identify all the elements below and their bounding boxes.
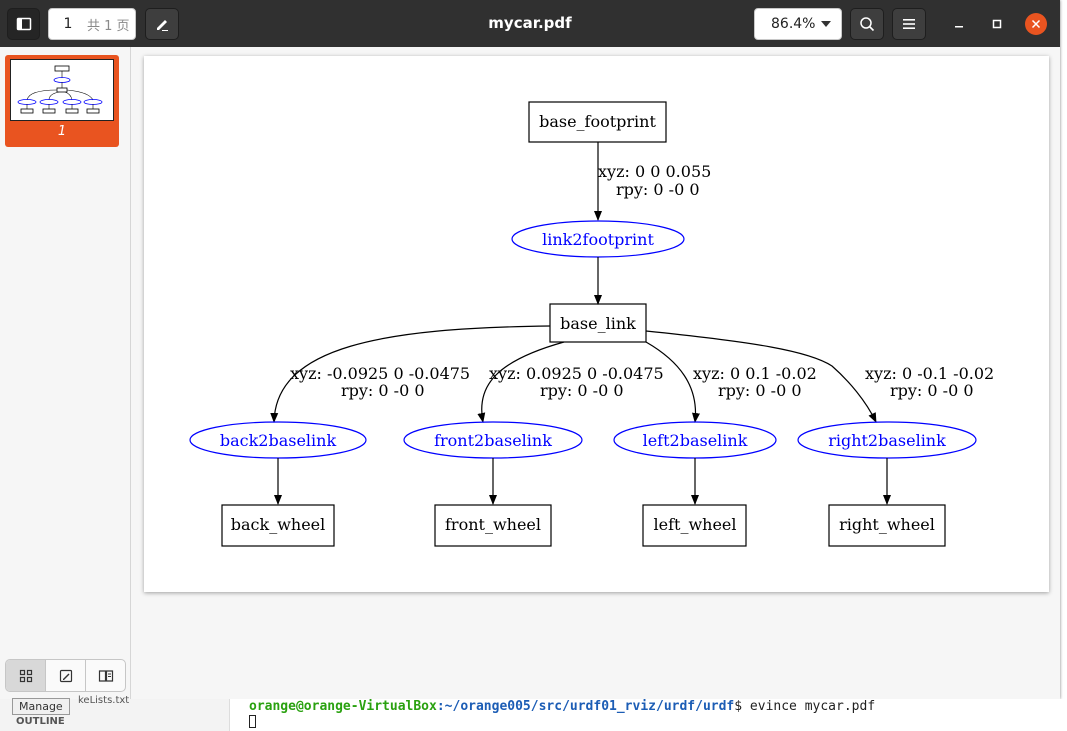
- terminal-cursor: [249, 715, 256, 728]
- sidebar-icon: [16, 17, 31, 31]
- edge-left-joint: [645, 341, 700, 423]
- annotation-icon: [59, 669, 72, 682]
- zoom-level: 86.4%: [771, 16, 816, 32]
- node-front-wheel: [434, 504, 552, 547]
- outline-section[interactable]: OUTLINE: [16, 716, 65, 727]
- thumbnails-view-button[interactable]: [6, 660, 46, 691]
- search-button[interactable]: [850, 8, 884, 40]
- edge-label-left-rpy: rpy: 0 -0 0: [718, 381, 802, 400]
- node-right-wheel: [828, 504, 946, 547]
- page-thumbnail[interactable]: 1: [5, 55, 119, 147]
- node-front-wheel-label: front_wheel: [445, 515, 541, 534]
- edge-label-right-xyz: xyz: 0 -0.1 -0.02: [865, 364, 994, 383]
- edge-label-front-rpy: rpy: 0 -0 0: [540, 381, 624, 400]
- edge-label-right-rpy: rpy: 0 -0 0: [890, 381, 974, 400]
- edge-label-footprint-xyz: xyz: 0 0 0.055: [598, 162, 711, 181]
- node-back-wheel: [221, 504, 335, 547]
- annotate-button[interactable]: [145, 8, 179, 40]
- terminal-command: $ evince mycar.pdf: [734, 699, 876, 714]
- edge-label-left-xyz: xyz: 0 0.1 -0.02: [693, 364, 817, 383]
- pencil-icon: [157, 20, 168, 31]
- pdf-page: base_footprint xyz: 0 0 0.055 rpy: 0 -0 …: [144, 56, 1049, 592]
- sidebar-toggle-button[interactable]: [7, 8, 40, 40]
- manage-tooltip: Manage: [12, 698, 70, 715]
- node-base-link: [549, 303, 647, 343]
- terminal-prompt-line: orange@orange-VirtualBox:~/orange005/src…: [249, 699, 875, 714]
- grid-icon: [19, 669, 32, 682]
- terminal-background: keLists.txt OUTLINE orange@orange-Virtua…: [0, 695, 1067, 731]
- thumbnail-graph-image: [17, 65, 103, 114]
- bookmarks-view-button[interactable]: [86, 660, 125, 691]
- zoom-dropdown[interactable]: 86.4%: [754, 8, 842, 40]
- maximize-button[interactable]: [985, 12, 1009, 36]
- thumbnail-sidebar: 1: [0, 47, 131, 699]
- document-view[interactable]: base_footprint xyz: 0 0 0.055 rpy: 0 -0 …: [132, 47, 1060, 699]
- current-page[interactable]: 1: [63, 16, 73, 32]
- edge-back-joint: [270, 325, 551, 423]
- joint-back2baselink-label: back2baselink: [220, 431, 337, 450]
- document-viewer-window: 1 共 1 页 mycar.pdf 86.4%: [0, 0, 1060, 699]
- page-number-entry[interactable]: 1 共 1 页: [48, 8, 136, 40]
- node-base-footprint-label: base_footprint: [539, 112, 656, 131]
- header-bar: 1 共 1 页 mycar.pdf 86.4%: [0, 0, 1060, 47]
- close-icon: [1031, 19, 1041, 29]
- edge-right-joint: [645, 330, 877, 423]
- thumbnail-page-number: 1: [57, 124, 67, 139]
- edge-label-front-xyz: xyz: 0.0925 0 -0.0475: [489, 364, 664, 383]
- chevron-down-icon: [821, 21, 831, 27]
- book-icon: [98, 669, 113, 682]
- terminal-path: :~/orange005/src/urdf01_rviz/urdf/urdf: [436, 699, 735, 714]
- joint-front2baselink-label: front2baselink: [434, 431, 552, 450]
- node-back-wheel-label: back_wheel: [231, 515, 326, 534]
- edge-label-footprint-rpy: rpy: 0 -0 0: [616, 180, 700, 199]
- search-icon: [860, 17, 875, 32]
- node-right-wheel-label: right_wheel: [839, 515, 935, 534]
- maximize-icon: [992, 19, 1002, 29]
- urdf-tree-graph: base_footprint xyz: 0 0 0.055 rpy: 0 -0 …: [189, 101, 994, 547]
- hamburger-menu-icon: [903, 19, 915, 29]
- edge-label-back-rpy: rpy: 0 -0 0: [341, 381, 425, 400]
- terminal-user-host: orange@orange-VirtualBox: [249, 699, 437, 714]
- edge-front-joint: [477, 341, 565, 423]
- minimize-button[interactable]: [947, 12, 971, 36]
- node-left-wheel: [642, 504, 747, 547]
- thumbnail-preview: [10, 59, 114, 121]
- total-pages: 共 1 页: [87, 18, 130, 34]
- joint-right2baselink-label: right2baselink: [828, 431, 946, 450]
- close-button[interactable]: [1025, 13, 1047, 35]
- joint-left2baselink-label: left2baselink: [643, 431, 748, 450]
- minimize-icon: [955, 26, 963, 28]
- explorer-file-item[interactable]: keLists.txt: [78, 695, 130, 706]
- node-left-wheel-label: left_wheel: [654, 515, 737, 534]
- edge-label-back-xyz: xyz: -0.0925 0 -0.0475: [290, 364, 470, 383]
- node-base-link-label: base_link: [560, 314, 636, 333]
- annotations-view-button[interactable]: [46, 660, 86, 691]
- joint-link2footprint-label: link2footprint: [542, 230, 654, 249]
- menu-button[interactable]: [892, 8, 926, 40]
- sidebar-view-switcher: [5, 659, 126, 692]
